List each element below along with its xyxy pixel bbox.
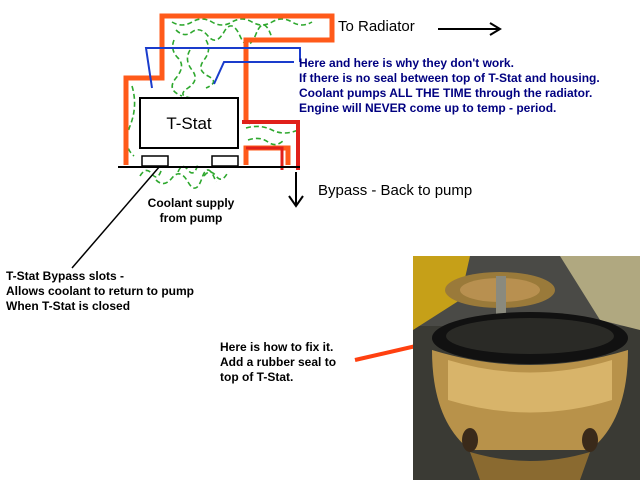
outlet-pipe-lower — [246, 146, 284, 170]
problem-note-line: Here and here is why they don't work. — [299, 56, 514, 70]
thermostat-body — [139, 97, 239, 149]
coolant-supply-label: Coolant supply from pump — [140, 196, 242, 226]
pointer-line-right — [213, 61, 294, 85]
to-radiator-arrow — [438, 22, 502, 36]
fix-note: Here is how to fix it. Add a rubber seal… — [220, 340, 336, 385]
fix-note-line: Add a rubber seal to — [220, 355, 337, 369]
housing-outline — [123, 13, 335, 165]
bypass-slots-note-line: When T-Stat is closed — [6, 299, 131, 313]
coolant-supply-line: Coolant supply — [147, 196, 235, 210]
coolant-supply-line: from pump — [159, 211, 223, 225]
problem-note-line: Coolant pumps ALL THE TIME through the r… — [299, 86, 593, 100]
bypass-slots-note: T-Stat Bypass slots - Allows coolant to … — [6, 269, 194, 314]
bypass-arrow — [288, 172, 304, 208]
pointer-line-left — [144, 47, 301, 89]
to-radiator-label: To Radiator — [338, 18, 415, 35]
thermostat-photo — [413, 256, 640, 480]
bypass-slots-note-line: T-Stat Bypass slots - — [6, 269, 125, 283]
problem-note: Here and here is why they don't work. If… — [299, 56, 600, 116]
fix-note-line: Here is how to fix it. — [220, 340, 334, 354]
fix-note-line: top of T-Stat. — [220, 370, 294, 384]
bypass-slots-note-line: Allows coolant to return to pump — [6, 284, 194, 298]
thermostat-label: T-Stat — [166, 114, 212, 133]
outlet-pipe — [242, 120, 300, 170]
problem-note-line: Engine will NEVER come up to temp - peri… — [299, 101, 557, 115]
bypass-label: Bypass - Back to pump — [318, 182, 473, 199]
bypass-slot-right — [211, 155, 239, 167]
bypass-slot-left — [141, 155, 169, 167]
problem-note-line: If there is no seal between top of T-Sta… — [299, 71, 600, 85]
bypass-slot-pointer — [71, 165, 161, 269]
